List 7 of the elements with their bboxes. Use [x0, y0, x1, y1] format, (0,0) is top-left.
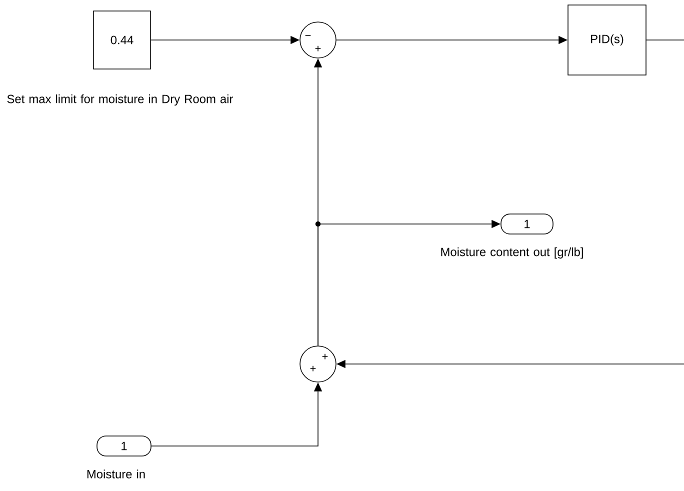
block-box: PID(s) [568, 4, 646, 76]
block-box: 0.44 [93, 10, 151, 70]
block-caption: Set max limit for moisture in Dry Room air [7, 94, 234, 106]
port-block: 1 [500, 214, 554, 234]
port-block: 1 [96, 436, 152, 456]
block-caption: Moisture in [87, 470, 145, 478]
block-caption: Moisture content out [gr/lb] [441, 247, 583, 259]
